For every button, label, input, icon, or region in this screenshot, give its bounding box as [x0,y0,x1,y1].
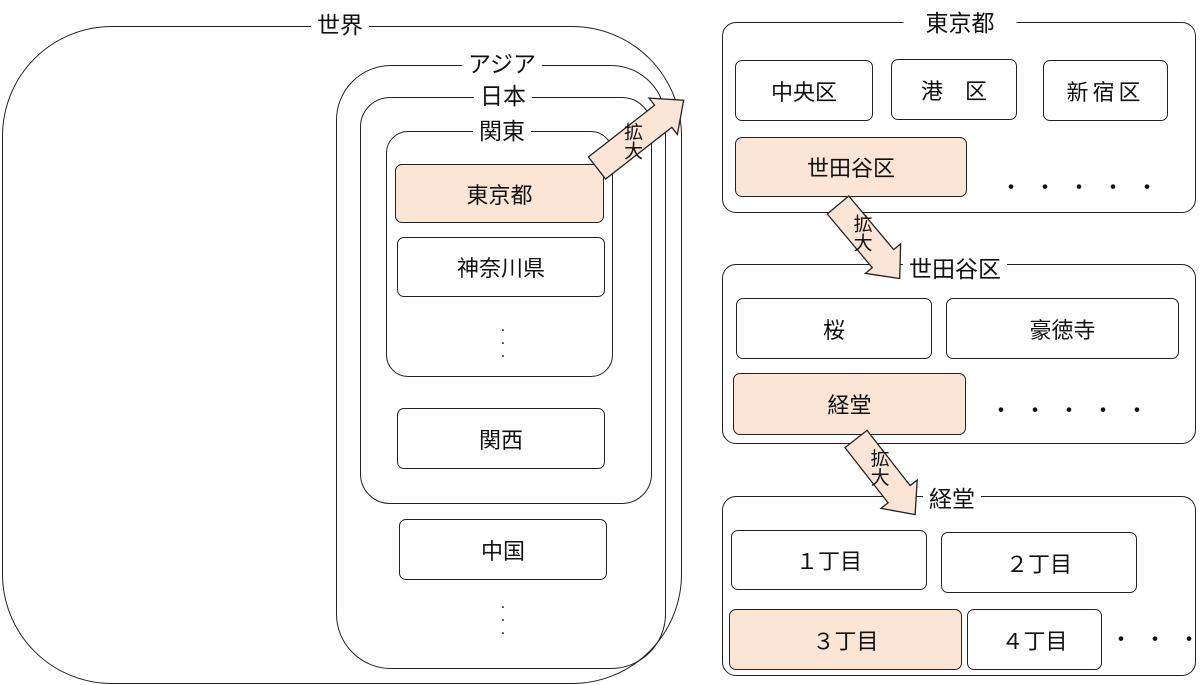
zoom-arrow-setagaya-label: 拡大 [850,213,873,252]
kyodo-node: 経堂 [733,373,966,435]
tokyo-ellipsis: ・・・・・ [1000,176,1171,201]
asia-vertical-ellipsis: ··· [500,600,506,642]
zoom-arrow-setagaya: 拡大 [820,190,917,293]
minato-node: 港 区 [891,59,1017,120]
zoom-arrow-kyodo: 拡大 [838,425,933,529]
kyodo-panel-title: 経堂 [923,486,981,514]
chome-4-node: ４丁目 [967,609,1102,670]
setagaya-panel-title: 世田谷区 [903,256,1007,284]
arrow-down-icon [826,195,902,280]
arrow-down-icon [844,429,918,516]
world-title: 世界 [311,12,369,40]
tokyo-node: 東京都 [395,164,604,223]
kanto-vertical-ellipsis: ··· [500,323,506,365]
arrow-right-icon [587,97,685,180]
kyodo-ellipsis: ・・・ [1110,628,1200,653]
setagaya-ellipsis: ・・・・・ [990,399,1161,424]
setagaya-node: 世田谷区 [735,137,967,197]
zoom-arrow-tokyo-label: 拡大 [621,121,644,160]
asia-title: アジア [461,51,543,79]
china-node: 中国 [399,519,607,580]
tokyo-panel-title: 東京都 [903,10,1017,38]
kansai-node: 関西 [397,408,605,469]
kanto-title: 関東 [473,118,531,146]
chuo-node: 中央区 [735,60,873,121]
chome-3-node: ３丁目 [729,609,962,670]
shinjuku-node: 新宿区 [1043,60,1168,121]
gotokuji-node: 豪徳寺 [946,298,1179,359]
zoom-arrow-tokyo: 拡大 [583,82,698,186]
chome-1-node: １丁目 [731,530,927,590]
sakura-node: 桜 [736,298,932,359]
zoom-arrow-kyodo-label: 拡大 [867,448,890,487]
japan-title: 日本 [474,83,532,111]
chome-2-node: ２丁目 [941,532,1137,593]
kanagawa-node: 神奈川県 [397,237,605,297]
